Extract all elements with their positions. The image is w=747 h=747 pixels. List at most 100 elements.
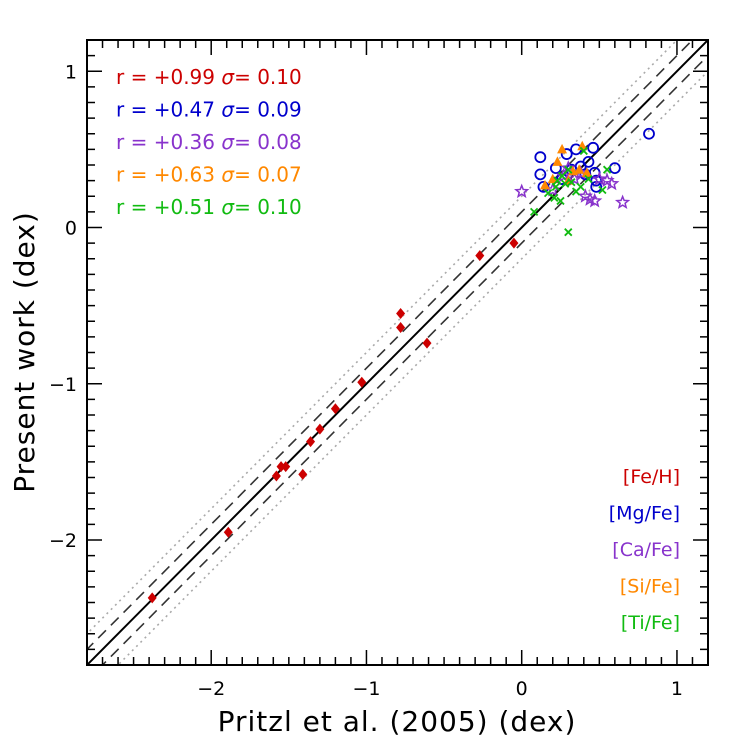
stat-sigma-label: σ (221, 130, 235, 154)
stat-r-value: +0.36 (154, 130, 215, 154)
point-si-fe (581, 167, 592, 177)
y-tick-label: 0 (65, 218, 77, 240)
point-ca-fe (604, 175, 620, 191)
point-fe-h (306, 436, 316, 448)
point-fe-h (475, 250, 485, 262)
point-fe-h (298, 468, 308, 480)
point-ti-fe (598, 185, 607, 195)
stat-line: r = +0.36 σ= 0.08 (116, 130, 302, 154)
stat-line: r = +0.47 σ= 0.09 (116, 98, 302, 122)
point-fe-h (422, 337, 432, 349)
stat-sigma-equals: = (234, 130, 257, 154)
point-mg-fe (587, 141, 600, 154)
point-ti-fe (564, 228, 573, 237)
point-si-fe (552, 156, 563, 166)
stat-sigma-equals: = (234, 163, 257, 187)
point-fe-h (357, 376, 367, 388)
point-si-fe (577, 140, 588, 151)
point-mg-fe (534, 168, 547, 181)
point-ti-fe (529, 207, 539, 217)
stat-sigma-equals: = (234, 98, 257, 122)
point-ti-fe (602, 165, 612, 174)
stat-line: r = +0.99 σ= 0.10 (116, 65, 302, 89)
y-tick-label: −2 (49, 530, 77, 552)
stat-sigma-value: 0.08 (257, 130, 302, 154)
stat-sigma-label: σ (221, 98, 235, 122)
stat-r-label: r (116, 65, 125, 89)
x-tick-label: −2 (197, 678, 225, 700)
point-fe-h (396, 322, 406, 333)
stat-r-value: +0.51 (154, 195, 215, 219)
point-ca-fe (591, 171, 607, 186)
legend-entry: [Ti/Fe] (621, 612, 680, 634)
legend-entry: [Fe/H] (623, 466, 680, 488)
point-ti-fe (557, 171, 567, 181)
stat-equals: = (124, 130, 153, 154)
point-ca-fe (514, 183, 530, 199)
point-ti-fe (584, 174, 593, 184)
x-tick-label: 1 (671, 678, 683, 700)
stat-r-value: +0.63 (154, 163, 215, 187)
point-ti-fe (556, 196, 565, 206)
stat-r-label: r (116, 130, 125, 154)
point-fe-h (271, 470, 281, 482)
point-mg-fe (560, 148, 573, 160)
point-fe-h (315, 423, 325, 435)
point-ti-fe (576, 182, 585, 192)
series-si-fe (539, 140, 592, 190)
stat-equals: = (124, 65, 153, 89)
point-mg-fe (582, 155, 595, 168)
reference-line-dashed-2 (101, 54, 708, 665)
stat-r-value: +0.47 (154, 98, 215, 122)
axis-ticks (87, 40, 708, 665)
x-tick-label: −1 (352, 678, 380, 700)
point-si-fe (539, 179, 550, 190)
y-axis-title: Present work (dex) (8, 211, 41, 493)
stat-r-value: +0.99 (154, 65, 215, 89)
series-ti-fe (529, 146, 612, 237)
stat-sigma-label: σ (221, 195, 235, 219)
point-si-fe (557, 143, 568, 154)
point-si-fe (547, 173, 558, 184)
point-ti-fe (550, 193, 559, 202)
point-si-fe (574, 164, 585, 174)
legend-entry: [Mg/Fe] (609, 503, 680, 525)
stat-r-label: r (116, 163, 125, 187)
data-points (147, 127, 655, 604)
point-fe-h (396, 307, 406, 319)
stat-sigma-label: σ (221, 163, 235, 187)
point-ti-fe (551, 182, 560, 192)
stat-sigma-equals: = (234, 65, 257, 89)
point-fe-h (223, 526, 233, 538)
point-ca-fe (587, 192, 603, 208)
stat-r-label: r (116, 98, 125, 122)
stat-sigma-label: σ (221, 65, 235, 89)
point-fe-h (509, 237, 519, 249)
point-ti-fe (561, 179, 570, 188)
correlation-stats: r = +0.99 σ= 0.10r = +0.47 σ= 0.09r = +0… (116, 65, 302, 219)
point-ti-fe (579, 146, 588, 156)
point-mg-fe (534, 151, 547, 164)
stat-line: r = +0.63 σ= 0.07 (116, 163, 302, 187)
stat-sigma-value: 0.09 (257, 98, 302, 122)
point-ti-fe (567, 178, 576, 187)
legend-entry: [Si/Fe] (620, 576, 680, 598)
stat-r-label: r (116, 195, 125, 219)
x-tick-label: 0 (516, 678, 528, 700)
point-ca-fe (614, 194, 631, 210)
point-ti-fe (564, 165, 573, 174)
stat-line: r = +0.51 σ= 0.10 (116, 195, 302, 219)
point-ti-fe (543, 188, 553, 198)
y-tick-label: −1 (49, 374, 77, 396)
x-axis-title: Pritzl et al. (2005) (dex) (218, 705, 577, 738)
stat-equals: = (124, 98, 153, 122)
series-ca-fe (514, 160, 631, 210)
stat-sigma-value: 0.07 (257, 163, 302, 187)
stat-sigma-value: 0.10 (257, 65, 302, 89)
series-fe-h (147, 237, 519, 604)
point-fe-h (276, 461, 286, 473)
stat-equals: = (124, 163, 153, 187)
reference-line-dashed-1 (87, 40, 694, 651)
